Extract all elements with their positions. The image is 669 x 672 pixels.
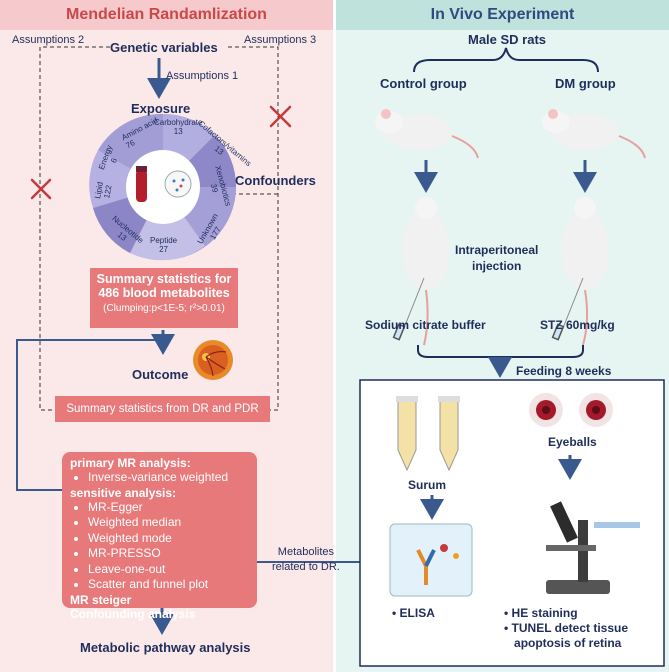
assumption3-label: Assumptions 3 [244,34,317,46]
rat-icon [402,197,450,346]
assumption3-dashed-line [228,46,279,411]
syringe-icon [392,277,425,341]
metabolite-wheel [89,113,237,261]
in-vivo-title: In Vivo Experiment [336,0,669,30]
assumption2-dashed-line [39,46,110,411]
eyeball-icon [579,393,613,427]
assumption2-label: Assumptions 2 [12,34,85,46]
eyeballs-label: Eyeballs [548,435,597,449]
rats-label: Male SD rats [468,32,547,47]
microscope-icon [546,501,640,594]
list-item: Weighted mode [88,531,249,547]
rat-icon [561,197,609,346]
outcome-statistics-box: Summary statistics from DR and PDR [55,396,270,422]
red-x-icon [30,105,292,200]
list-item: Scatter and funnel plot [88,577,249,593]
syringe-icon [551,277,584,341]
exposure-label: Exposure [131,101,191,116]
list-item: Inverse-variance weighted [88,470,249,486]
primary-heading: primary MR analysis: [70,456,191,470]
confounding-label: Confounding analysis [70,606,196,621]
list-item: MR-Egger [88,500,249,516]
assumption1-label: Assumptions 1 [166,70,239,82]
confounders-label: Confounders [235,173,316,188]
rat-icon [542,109,646,159]
sensitive-heading: sensitive analysis: [70,485,177,500]
rat-icon [375,109,479,159]
elisa-plate-icon [389,523,473,597]
stz-label: STZ 60mg/kg [540,318,615,332]
list-item: Weighted median [88,515,249,531]
analysis-box: primary MR analysis: Inverse-variance we… [62,452,257,621]
dm-group-label: DM group [555,76,616,91]
list-item: Leave-one-out [88,562,249,578]
control-group-label: Control group [380,76,467,91]
fundus-eye-icon [193,340,233,380]
eyeball-icon [529,393,563,427]
summary-statistics-box: Summary statistics for 486 blood metabol… [90,268,238,328]
steiger-label: MR steiger [70,592,132,607]
sensitive-list: MR-Egger Weighted median Weighted mode M… [70,500,249,593]
connector-line [16,339,163,498]
feeding-label: Feeding 8 weeks [516,364,612,378]
surum-label: Surum [408,478,447,492]
outcome-label: Outcome [132,367,189,382]
serum-tube-icon [396,396,418,472]
elisa-label: • ELISA [392,606,435,620]
serum-tube-icon [438,396,460,472]
genetic-variables-label: Genetic variables [110,40,218,55]
mr-title: Mendelian Randamlization [0,0,333,30]
citrate-label: Sodium citrate buffer [365,318,486,332]
list-item: MR-PRESSO [88,546,249,562]
histology-label: • HE staining • TUNEL detect tissue apop… [504,606,629,650]
primary-list: Inverse-variance weighted [70,470,249,486]
pathway-label: Metabolic pathway analysis [80,640,251,655]
